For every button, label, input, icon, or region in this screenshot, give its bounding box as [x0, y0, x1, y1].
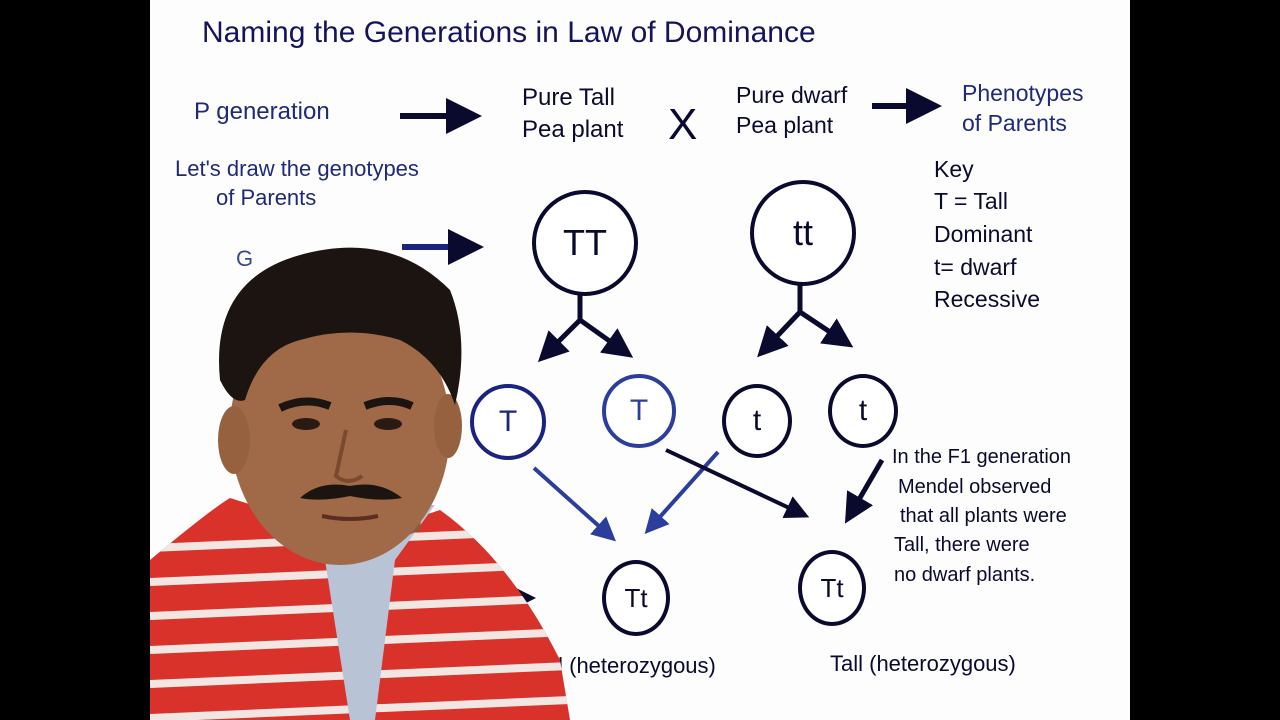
right-letterbox — [1130, 0, 1280, 720]
parent-genotype-tt-dominant: TT — [532, 190, 638, 296]
observation-line-2: Mendel observed — [898, 476, 1052, 498]
offspring-2-label: Tt — [820, 572, 844, 603]
partial-label: G — [236, 246, 254, 271]
gamete-circle-4: t — [828, 374, 898, 448]
parent2-line1: Pure dwarf — [736, 82, 848, 108]
key-line-3: t= dwarf — [934, 254, 1017, 280]
left-letterbox — [0, 0, 150, 720]
gamete-3-label: t — [752, 404, 762, 437]
key-heading: Key — [934, 156, 974, 182]
gamete-2-label: T — [629, 394, 649, 427]
genotype-prompt-line2: of Parents — [216, 185, 317, 210]
phenotypes-line2: of Parents — [962, 110, 1067, 136]
key-line-1: T = Tall — [934, 188, 1008, 214]
gamete-circle-3: t — [722, 384, 792, 458]
p-generation-label: P generation — [194, 98, 330, 125]
observation-line-5: no dwarf plants. — [894, 564, 1036, 586]
slide-title: Naming the Generations in Law of Dominan… — [202, 16, 816, 49]
phenotypes-line1: Phenotypes — [962, 80, 1084, 106]
presentation-slide: Naming the Generations in Law of Dominan… — [150, 0, 1130, 720]
offspring-1-label: Tt — [624, 582, 648, 613]
gamete-1-label: T — [498, 405, 518, 438]
presenter-video-overlay — [150, 247, 570, 720]
observation-line-4: Tall, there were — [894, 534, 1030, 556]
cross-symbol: X — [668, 100, 698, 149]
observation-line-3: that all plants were — [900, 505, 1067, 527]
gamete-circle-2: T — [602, 374, 676, 448]
offspring-circle-2: Tt — [798, 550, 866, 626]
gamete-circle-1: T — [470, 384, 546, 460]
parent1-line2: Pea plant — [522, 116, 624, 143]
genotype-prompt-line1: Let's draw the genotypes — [175, 156, 419, 181]
key-line-2: Dominant — [934, 221, 1033, 247]
parent2-line2: Pea plant — [736, 112, 834, 138]
key-line-4: Recessive — [934, 286, 1041, 312]
parent-genotype-2-label: tt — [792, 212, 813, 253]
offspring-label-2: Tall (heterozygous) — [830, 651, 1016, 676]
parent1-line1: Pure Tall — [522, 84, 615, 111]
observation-line-1: In the F1 generation — [892, 446, 1072, 468]
offspring-circle-1: Tt — [602, 560, 670, 636]
parent-genotype-1-label: TT — [563, 222, 607, 263]
gamete-4-label: t — [858, 394, 868, 427]
parent-genotype-tt-recessive: tt — [750, 180, 856, 286]
